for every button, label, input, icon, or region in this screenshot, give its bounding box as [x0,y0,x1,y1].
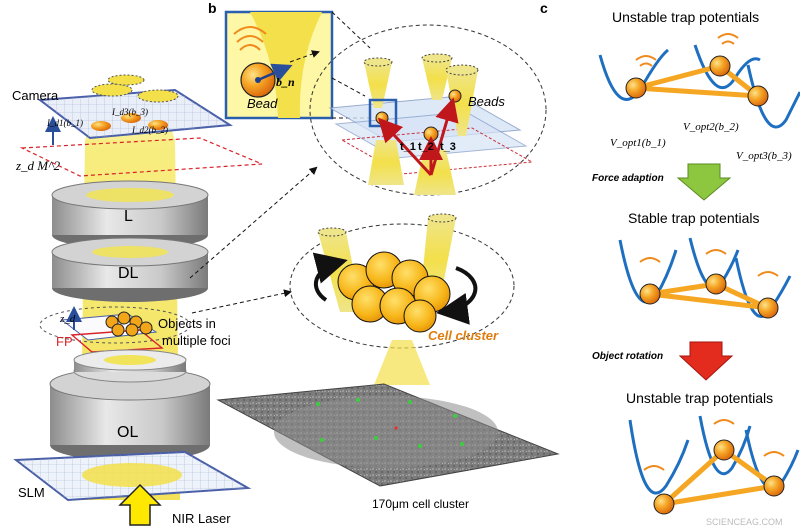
potential-wells-unstable-1 [598,33,800,129]
camera-eq-label: z_d M^2 [15,158,61,173]
nir-laser-label: NIR Laser [172,511,231,526]
vopt2-label: V_opt2(b_2) [683,121,739,133]
t1-label: t_1 [400,141,416,153]
lens-OL-label: OL [117,424,138,441]
connector-arrow-top [189,166,318,279]
micrograph-image [216,383,560,487]
t2-label: t_2 [418,141,434,153]
green-down-arrow [676,163,732,201]
force-adaption-label: Force adaption [592,173,664,184]
red-down-arrow [678,341,734,381]
objects-label-line2: multiple foci [162,333,231,348]
panel-b-letter: b [208,0,217,16]
camera-focal-plane [19,137,263,177]
panel-c-title-2: Stable trap potentials [628,210,760,226]
focal-region [39,306,191,344]
t3-label: t_3 [440,141,456,153]
optical-column [13,74,263,526]
panel-c-letter: c [540,0,548,16]
vopt3-label: V_opt3(b_3) [736,150,792,162]
inset-bn-label: b_n [276,75,295,89]
panel-c-title-1: Unstable trap potentials [612,9,759,25]
panel-c-title-3: Unstable trap potentials [626,390,773,406]
potential-wells-unstable-2 [628,415,800,515]
bead-inset [224,10,334,120]
nir-laser-arrow [118,483,162,526]
vopt1-label: V_opt1(b_1) [610,137,666,149]
potential-wells-stable [618,237,792,319]
slm-label: SLM [18,485,45,500]
camera-i1-label: I_d1(b_1) [46,118,83,128]
micrograph-caption: 170μm cell cluster [372,497,469,511]
camera-i3-label: I_d3(b_3) [111,107,148,117]
camera-i2-label: I_d2(b_2) [131,125,168,135]
camera-label: Camera [12,88,59,103]
cell-cluster-ellipse [289,213,515,385]
fp-label: FP [56,334,73,349]
inset-bead-label: Bead [247,96,278,111]
zd-label: z_d [59,313,76,325]
objects-label-line1: Objects in [158,316,216,331]
lens-DL-label: DL [118,265,139,282]
object-rotation-label: Object rotation [592,351,663,362]
beads-label: Beads [468,94,505,109]
watermark: SCIENCEAG.COM [706,517,783,527]
connector-arrow-bottom [191,289,292,314]
trap-ellipse [309,24,547,196]
cell-cluster-label: Cell cluster [428,328,499,343]
lens-L-label: L [124,208,133,225]
